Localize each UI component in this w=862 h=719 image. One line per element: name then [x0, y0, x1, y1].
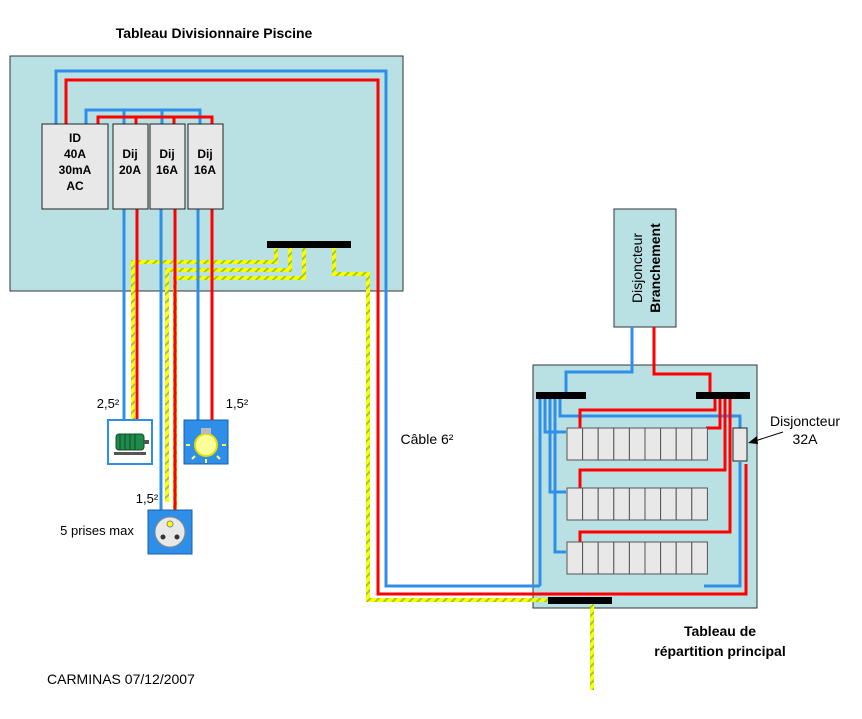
breaker-module [582, 427, 599, 461]
id-breaker: ID 40A 30mA AC [41, 123, 109, 210]
pump-load [107, 419, 153, 465]
breaker-dij-16a-a: Dij 16A [149, 123, 186, 210]
breaker-module [566, 487, 584, 521]
breaker-module [660, 427, 677, 461]
breaker-3-line1: Dij [197, 147, 212, 161]
breaker-module [691, 487, 708, 521]
disjoncteur-32a-module [732, 427, 748, 462]
breaker-module [566, 541, 584, 575]
id-breaker-line1: ID [69, 131, 81, 145]
breaker-module [628, 487, 646, 521]
main-panel-title-line2: répartition principal [654, 643, 785, 659]
breaker-dij-16a-b: Dij 16A [187, 123, 224, 210]
disjoncteur-32a-line1: Disjoncteur [770, 413, 840, 429]
id-breaker-line2: 40A [64, 147, 86, 161]
disjoncteur-32a-arrow [748, 431, 784, 444]
breaker-module [613, 487, 630, 521]
breaker-row-3 [566, 541, 708, 575]
main-panel-title-line1: Tableau de [684, 623, 756, 639]
breaker-module [675, 427, 693, 461]
phase-wires [64, 78, 748, 596]
socket-outlet-icon [154, 516, 186, 548]
light-bulb-icon [186, 428, 226, 463]
breaker-module [597, 487, 615, 521]
disjoncteur-branchement-box [613, 208, 677, 328]
pool-panel-title: Tableau Divisionnaire Piscine [116, 25, 313, 41]
breaker-module [644, 427, 662, 461]
id-breaker-line4: AC [66, 179, 84, 193]
breaker-1-line1: Dij [122, 147, 137, 161]
earth-wires [131, 245, 594, 690]
breaker-module [582, 487, 599, 521]
pool-earth-bar [267, 241, 351, 248]
breaker-module [675, 487, 693, 521]
main-neutral-bar [536, 392, 586, 399]
breaker-3-line2: 16A [194, 163, 216, 177]
breaker-module [582, 541, 599, 575]
cable-label: Câble 6² [401, 431, 454, 447]
breaker-module [566, 427, 584, 461]
pump-motor-icon [114, 433, 149, 455]
breaker-module [628, 541, 646, 575]
breaker-dij-20a: Dij 20A [112, 123, 149, 210]
breaker-1-line2: 20A [119, 163, 141, 177]
breaker-row-2 [566, 487, 708, 521]
light-cable-label: 1,5² [226, 396, 249, 411]
breaker-module [660, 487, 677, 521]
breaker-2-line2: 16A [156, 163, 178, 177]
socket-cable-label: 1,5² [136, 491, 159, 506]
disjoncteur-branchement-line1: Disjoncteur [629, 233, 645, 303]
disjoncteur-32a-line2: 32A [793, 431, 819, 447]
earth-wire-main-cable [332, 245, 548, 602]
breaker-module [691, 427, 708, 461]
breaker-module [644, 541, 662, 575]
breaker-module [628, 427, 646, 461]
neutral-wires [54, 69, 742, 588]
breaker-module [613, 427, 630, 461]
breaker-module [675, 541, 693, 575]
pump-cable-label: 2,5² [97, 396, 120, 411]
breaker-row-1 [566, 427, 708, 461]
main-earth-bar [548, 597, 612, 604]
earth-wire-light [165, 245, 292, 502]
light-load [183, 419, 229, 465]
earth-wire-pump [131, 245, 278, 420]
breaker-module [660, 541, 677, 575]
socket-note: 5 prises max [60, 523, 134, 538]
breaker-module [613, 541, 630, 575]
breaker-module [691, 541, 708, 575]
breaker-module [644, 487, 662, 521]
credit: CARMINAS 07/12/2007 [47, 671, 195, 687]
breaker-module [597, 541, 615, 575]
id-breaker-line3: 30mA [59, 163, 92, 177]
main-phase-bar [696, 392, 750, 399]
socket-load [147, 509, 193, 555]
breaker-module [597, 427, 615, 461]
disjoncteur-branchement-line2: Branchement [647, 223, 663, 313]
breaker-2-line1: Dij [159, 147, 174, 161]
